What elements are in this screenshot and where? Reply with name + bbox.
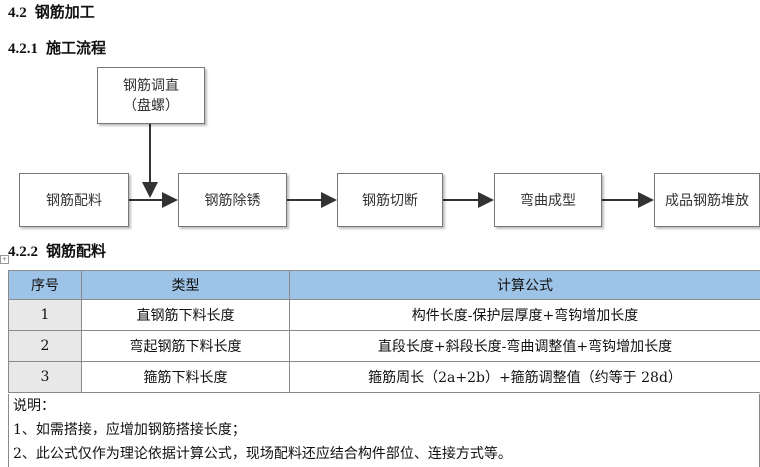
batching-heading: 4.2.2 钢筋配料: [8, 240, 106, 261]
table-header-row: 序号 类型 计算公式: [8, 270, 760, 300]
row-seq: 2: [8, 330, 82, 362]
flowchart-arrows: [129, 124, 654, 208]
table-row: 1 直钢筋下料长度 构件长度-保护层厚度+弯钩增加长度: [8, 299, 760, 331]
row-type: 直钢筋下料长度: [81, 299, 290, 331]
table-notes: 说明： 1、如需搭接，应增加钢筋搭接长度； 2、此公式仅作为理论依据计算公式，现…: [8, 394, 760, 467]
header-type: 类型: [81, 270, 290, 300]
process-title: 施工流程: [46, 39, 107, 57]
flow-step-straightening: 钢筋调直 （盘螺）: [97, 67, 205, 124]
header-seq: 序号: [8, 270, 82, 300]
row-seq: 3: [8, 361, 82, 393]
flow-step-batching: 钢筋配料: [19, 173, 129, 227]
flow-step-cutting: 钢筋切断: [337, 173, 443, 227]
note-item: 2、此公式仅作为理论依据计算公式，现场配料还应结合构件部位、连接方式等。: [13, 446, 512, 462]
process-heading: 4.2.1 施工流程: [8, 37, 106, 58]
formula-table: 序号 类型 计算公式 1 直钢筋下料长度 构件长度-保护层厚度+弯钩增加长度 2…: [8, 270, 760, 393]
row-formula: 箍筋周长（2a+2b）+箍筋调整值（约等于 28d）: [289, 361, 760, 393]
section-title: 钢筋加工: [34, 3, 95, 21]
notes-title: 说明：: [13, 398, 55, 414]
table-move-handle-icon[interactable]: +: [0, 255, 9, 264]
row-type: 弯起钢筋下料长度: [81, 330, 290, 362]
flow-step-bending: 弯曲成型: [494, 173, 602, 227]
batching-number: 4.2.2: [8, 244, 38, 260]
row-type: 箍筋下料长度: [81, 361, 290, 393]
table-row: 3 箍筋下料长度 箍筋周长（2a+2b）+箍筋调整值（约等于 28d）: [8, 361, 760, 393]
flow-step-derusting: 钢筋除锈: [178, 173, 287, 227]
note-item: 1、如需搭接，应增加钢筋搭接长度；: [13, 422, 246, 438]
header-formula: 计算公式: [289, 270, 760, 300]
row-seq: 1: [8, 299, 82, 331]
flow-step-straightening-line1: 钢筋调直: [123, 77, 179, 94]
table-row: 2 弯起钢筋下料长度 直段长度+斜段长度-弯曲调整值+弯钩增加长度: [8, 330, 760, 362]
process-number: 4.2.1: [8, 41, 38, 57]
section-number: 4.2: [8, 5, 27, 21]
flow-step-straightening-line2: （盘螺）: [123, 97, 179, 114]
row-formula: 直段长度+斜段长度-弯曲调整值+弯钩增加长度: [289, 330, 760, 362]
batching-title: 钢筋配料: [46, 242, 107, 260]
row-formula: 构件长度-保护层厚度+弯钩增加长度: [289, 299, 760, 331]
flow-step-stacking: 成品钢筋堆放: [654, 173, 760, 227]
section-heading: 4.2 钢筋加工: [8, 1, 95, 22]
